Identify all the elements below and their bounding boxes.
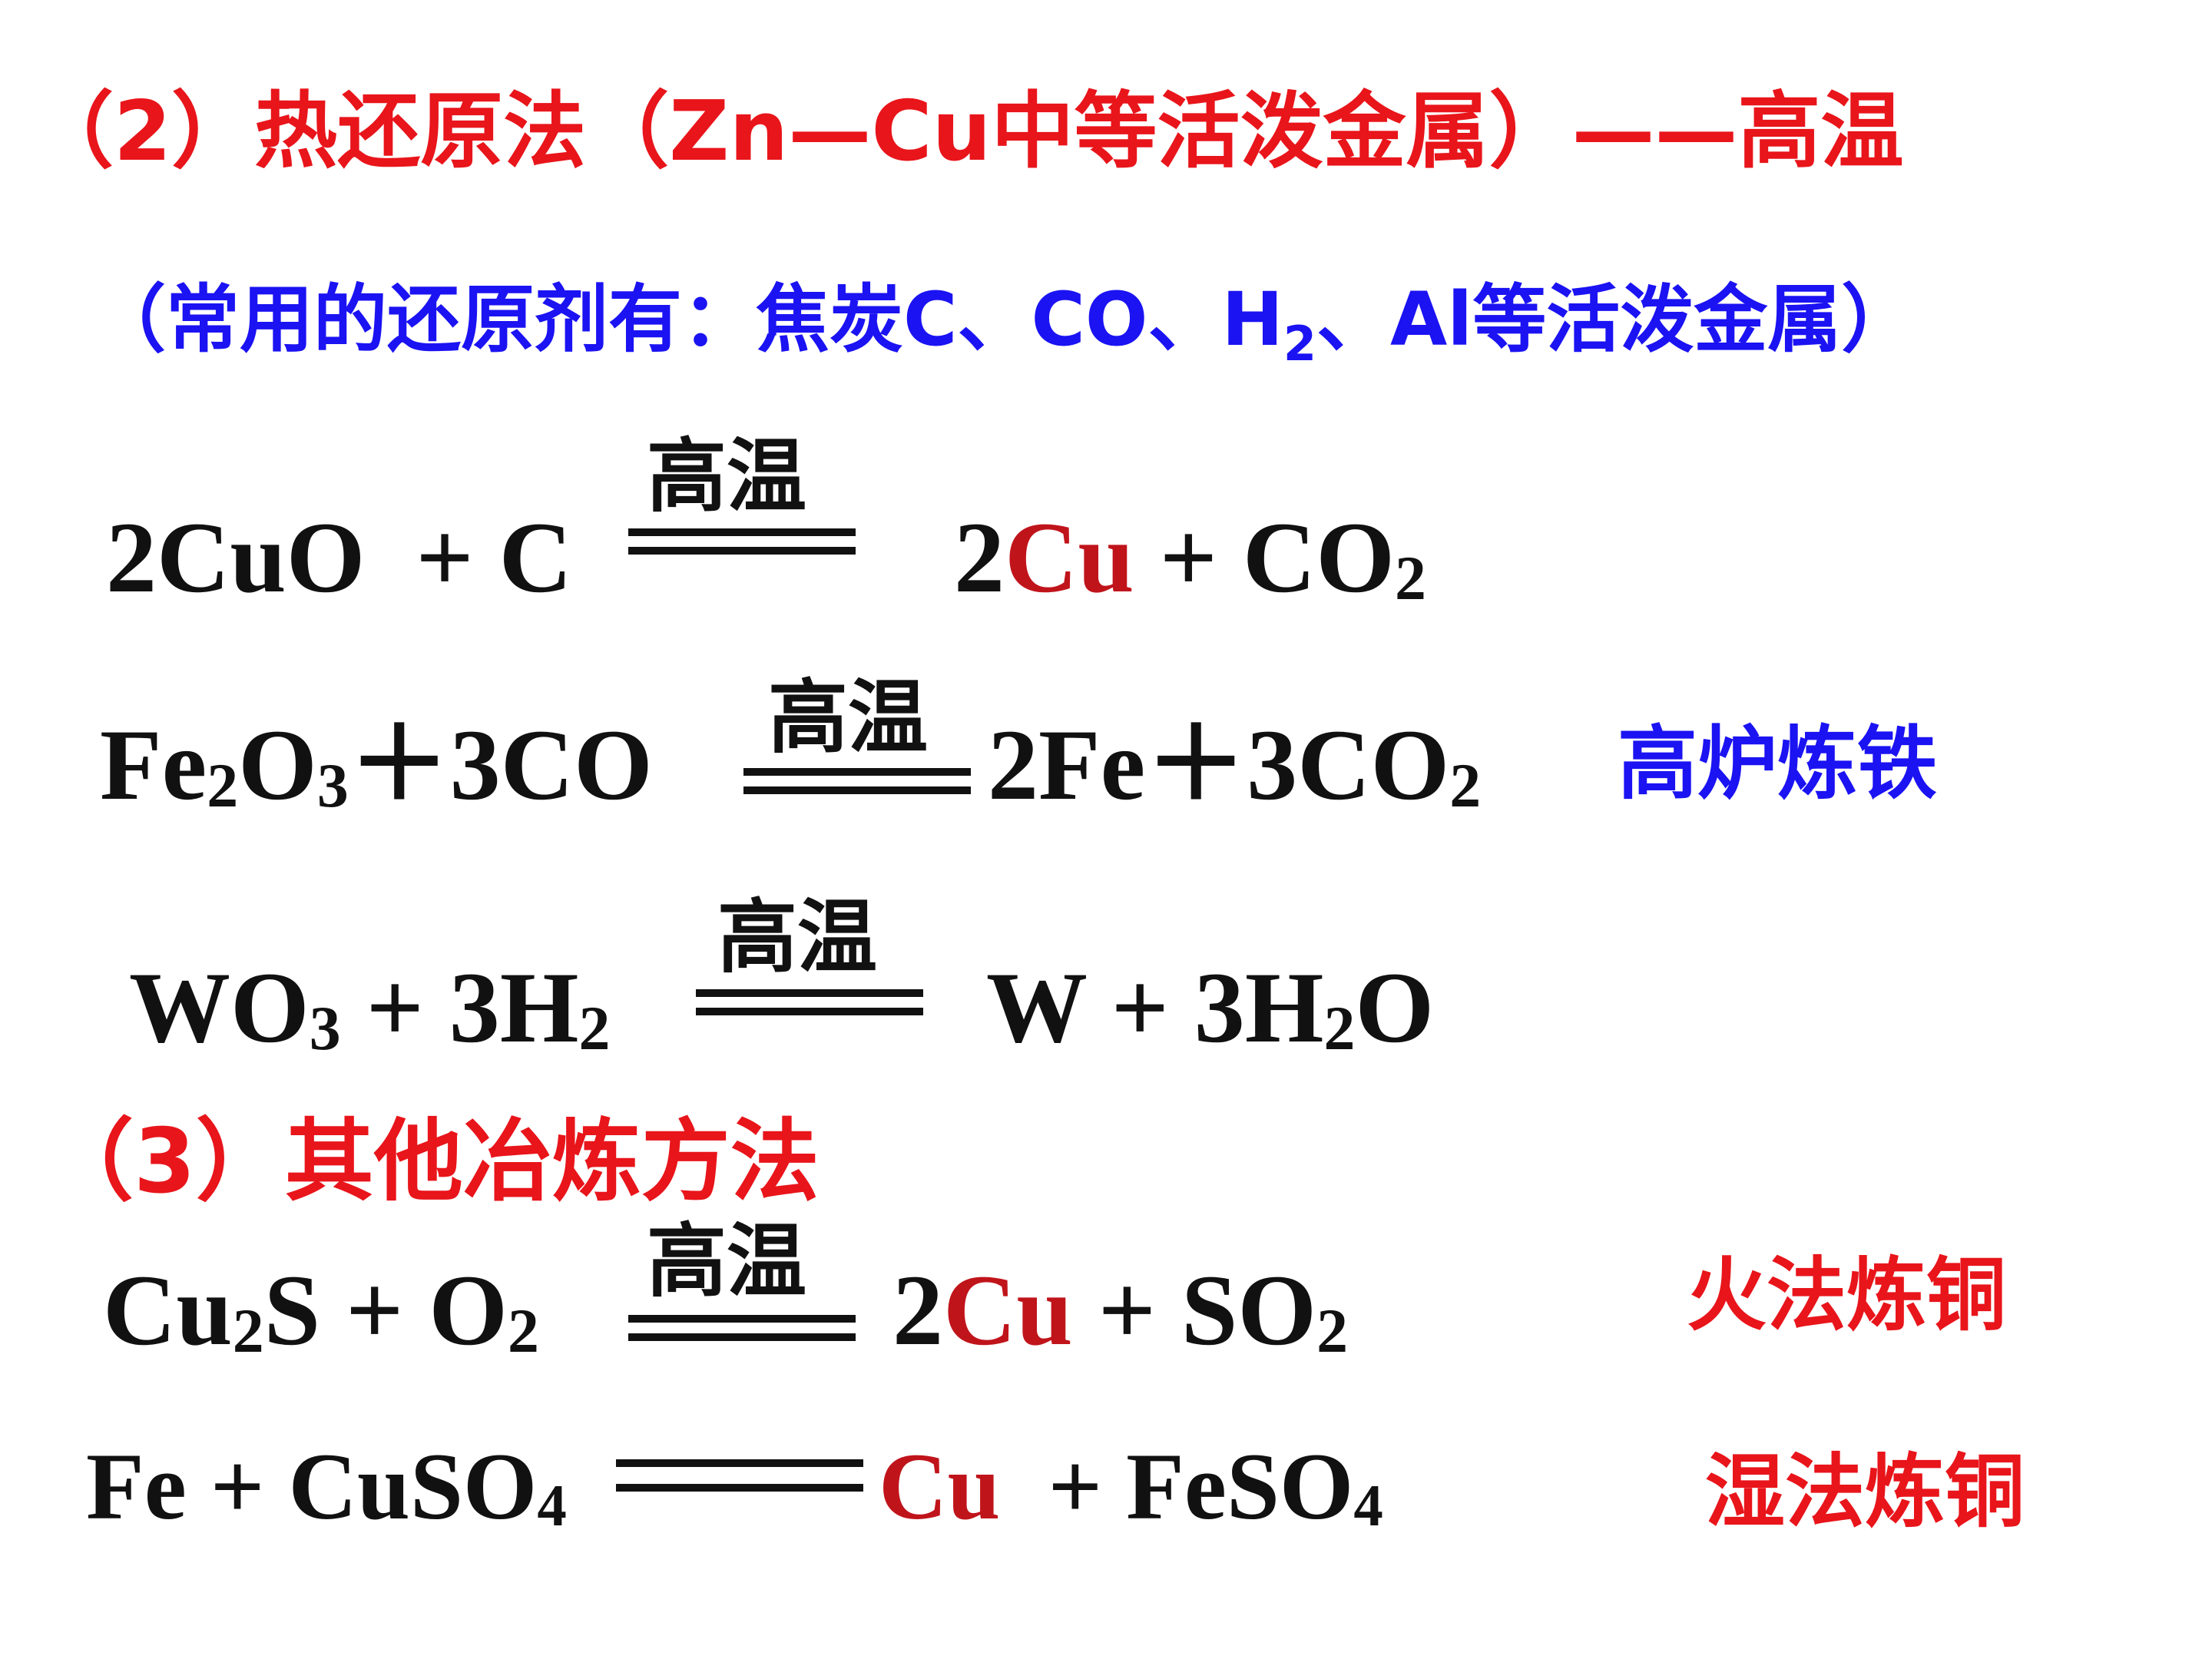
- eq1-double-line: [628, 528, 856, 555]
- eq5-products: Cu + FeSO4: [879, 1439, 1383, 1539]
- section3-title: （3）其他冶炼方法: [45, 1110, 820, 1214]
- eq2-fe: Fe: [100, 708, 207, 821]
- note-prefix: （常用的还原剂有：焦炭C、CO、H: [92, 276, 1283, 363]
- eq4-label: 火法炼铜: [1687, 1248, 2007, 1342]
- eq3-reactants: WO3 + 3H2: [129, 957, 610, 1060]
- eq1-product-coef: 2: [954, 501, 1005, 614]
- eq3-product-sub: 2: [1323, 992, 1356, 1063]
- eq4-cu-sub: 2: [232, 1295, 264, 1366]
- eq2-fe-sub: 2: [207, 750, 239, 820]
- eq5-product-sub: 4: [1353, 1473, 1383, 1539]
- eq2-products: 2Fe＋3CO2: [988, 714, 1481, 817]
- note-subscript: 2: [1283, 316, 1316, 373]
- section2-title: （2）热还原法（Zn—Cu中等活泼金属）——高温: [31, 84, 1904, 180]
- eq4-reactants: Cu2S + O2: [103, 1260, 539, 1363]
- eq4-product-metal: Cu: [943, 1253, 1073, 1366]
- eq4-cu: Cu: [103, 1253, 233, 1366]
- eq3-wo: WO: [129, 951, 310, 1064]
- eq1-reactant-a: 2CuO: [106, 501, 366, 614]
- eq5-reactants-sub: 4: [537, 1473, 567, 1539]
- eq5-product-rest: + FeSO: [1048, 1434, 1354, 1539]
- eq4-double-line: [628, 1315, 856, 1341]
- eq4-product-rest: + SO: [1098, 1253, 1317, 1366]
- eq4-products: 2Cu + SO2: [892, 1260, 1348, 1363]
- eq5-product-metal: Cu: [879, 1434, 1001, 1539]
- eq3-h-sub: 2: [578, 992, 611, 1063]
- eq2-double-line: [743, 768, 971, 794]
- eq2-reactants: Fe2O3＋3CO: [100, 714, 653, 817]
- eq2-product-sub: 2: [1449, 750, 1482, 820]
- eq2-o: O: [238, 708, 317, 821]
- eq4-o-sub: 2: [507, 1295, 539, 1366]
- eq5-label: 湿法炼铜: [1705, 1445, 2025, 1538]
- eq1-condition: 高温: [647, 429, 807, 523]
- eq4-product-coef: 2: [892, 1253, 943, 1366]
- eq3-product-b: O: [1355, 951, 1435, 1064]
- eq4-condition: 高温: [647, 1214, 807, 1308]
- eq2-product: 2Fe＋3CO: [988, 708, 1450, 821]
- eq3-mid: + 3H: [366, 951, 579, 1064]
- eq2-o-sub: 3: [316, 750, 349, 820]
- reducing-agents-note: （常用的还原剂有：焦炭C、CO、H2、Al等活泼金属）: [92, 283, 1915, 368]
- eq3-double-line: [696, 989, 923, 1015]
- eq1-plus: + C: [416, 501, 572, 614]
- eq1-products: 2Cu + CO2: [954, 507, 1426, 610]
- eq5-reactants: Fe + CuSO4: [86, 1439, 567, 1539]
- eq3-products: W + 3H2O: [986, 957, 1434, 1060]
- eq3-wo-sub: 3: [309, 992, 341, 1063]
- eq1-product-metal: Cu: [1005, 501, 1134, 614]
- eq2-rest: ＋3CO: [348, 708, 653, 821]
- eq2-label: 高炉炼铁: [1618, 717, 1938, 810]
- eq1-reactants: 2CuO + C: [106, 507, 572, 608]
- eq5-reactants-text: Fe + CuSO: [86, 1434, 538, 1539]
- eq2-condition: 高温: [768, 671, 929, 764]
- note-suffix: 、Al等活泼金属）: [1316, 276, 1916, 363]
- eq4-s: S + O: [263, 1253, 508, 1366]
- eq3-product-a: W + 3H: [986, 951, 1324, 1064]
- eq4-product-sub: 2: [1316, 1295, 1348, 1366]
- eq1-product-rest: + CO: [1159, 501, 1395, 614]
- eq5-double-line: [616, 1459, 863, 1492]
- eq3-condition: 高温: [717, 890, 878, 984]
- eq1-product-sub: 2: [1394, 542, 1426, 613]
